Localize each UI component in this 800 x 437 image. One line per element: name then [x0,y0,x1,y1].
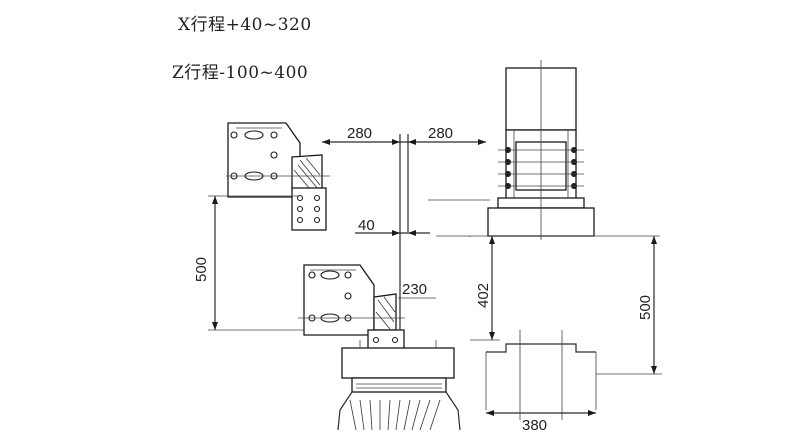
x-stroke-note: X行程+40~320 [178,15,312,35]
dim-280-right: 280 [428,125,453,142]
right-base-section [485,330,597,420]
right-column-assembly [487,60,595,240]
dim-40: 40 [358,217,375,234]
dim-402: 402 [475,283,492,308]
dim-380: 380 [522,417,547,434]
upper-gripper-bracket [226,122,330,231]
dim-500-left: 500 [193,257,210,282]
machine-base-left [337,340,461,431]
dim-500-right: 500 [637,295,654,320]
dim-280-left: 280 [347,125,372,142]
z-stroke-note: Z行程-100~400 [172,63,309,83]
dimension-lines [208,134,662,416]
dim-230: 230 [402,281,427,298]
